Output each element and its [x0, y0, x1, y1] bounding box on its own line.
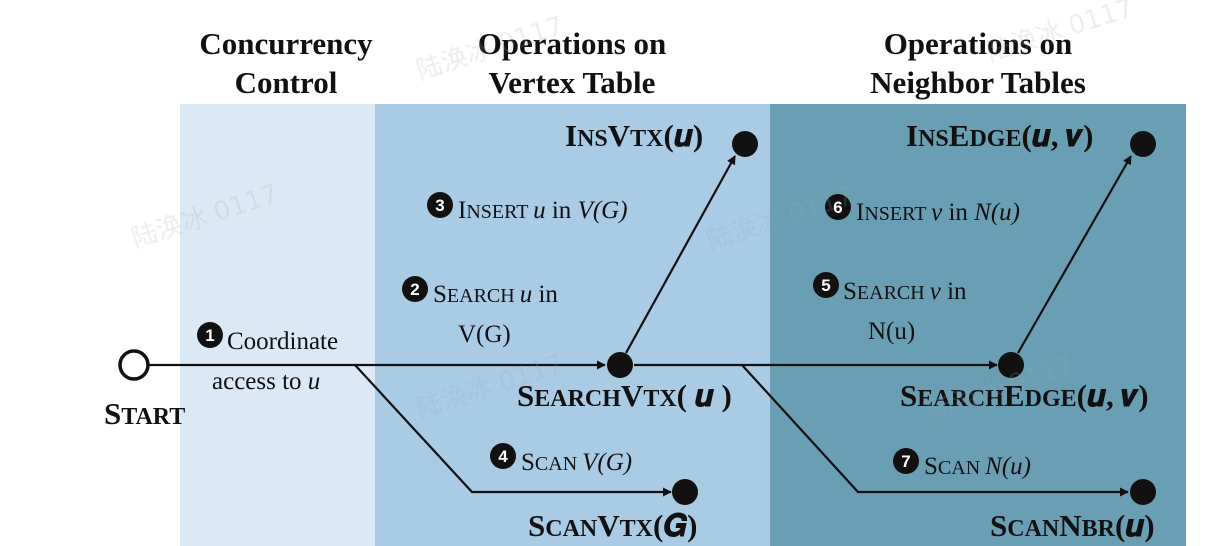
step-1-number: 1	[205, 326, 214, 345]
header-neighbor: Operations on Neighbor Tables	[870, 26, 1086, 100]
step-6: 6 INSERT v in N(u)	[825, 194, 1020, 226]
step-1: 1 Coordinate access to u	[197, 322, 338, 395]
scanvtx-node[interactable]	[672, 479, 698, 505]
scannbr-node[interactable]	[1130, 479, 1156, 505]
header-neighbor-line2: Neighbor Tables	[870, 65, 1086, 100]
step-4: 4 SCAN V(G)	[490, 443, 632, 476]
edge-access-to-scanvtx	[354, 364, 672, 497]
step-6-number: 6	[833, 198, 842, 217]
step-4-text: SCAN V(G)	[521, 449, 632, 476]
step-3: 3 INSERT u in V(G)	[427, 192, 628, 224]
step-4-number: 4	[498, 447, 508, 466]
step-6-text: INSERT v in N(u)	[856, 199, 1020, 226]
header-vertex-line2: Vertex Table	[489, 65, 656, 100]
step-7-text: SCAN N(u)	[924, 453, 1031, 480]
step-5-line2: N(u)	[868, 318, 915, 345]
step-7: 7 SCAN N(u)	[893, 448, 1031, 480]
searchvtx-node[interactable]	[607, 352, 633, 378]
edge-searchvtx-to-insvtx	[625, 155, 736, 354]
scanvtx-label: SCANVTX(𝑮)	[528, 508, 697, 543]
header-vertex: Operations on Vertex Table	[478, 26, 667, 100]
insedge-node[interactable]	[1130, 131, 1156, 157]
step-4-badge	[490, 443, 516, 469]
step-1-line1: Coordinate	[227, 328, 338, 355]
step-2-line2: V(G)	[458, 321, 511, 348]
vertex-column	[375, 104, 770, 546]
header-concurrency-line2: Control	[235, 65, 338, 100]
step-3-badge	[427, 192, 453, 218]
header-vertex-line1: Operations on	[478, 26, 667, 61]
scannbr-label: SCANNBR(𝒖)	[990, 508, 1155, 543]
searchedge-label: SEARCHEDGE(𝒖, 𝒗)	[900, 378, 1149, 413]
edge-searchedge-to-insedge	[1017, 155, 1132, 354]
step-3-number: 3	[435, 196, 444, 215]
searchedge-node[interactable]	[998, 352, 1024, 378]
step-5-badge	[813, 272, 839, 298]
header-neighbor-line1: Operations on	[884, 26, 1073, 61]
step-5-line1: SEARCH v in	[843, 278, 967, 305]
edge-searchvtx-to-scannbr	[741, 364, 1129, 497]
step-1-badge	[197, 322, 223, 348]
step-2-line1: SEARCH u in	[433, 281, 558, 308]
insedge-label: INSEDGE(𝒖, 𝒗)	[906, 118, 1093, 153]
header-concurrency: Concurrency Control	[199, 26, 373, 100]
step-1-line2: access to u	[212, 368, 320, 395]
start-node[interactable]	[118, 349, 150, 381]
insvtx-label: INSVTX(𝒖)	[565, 118, 703, 153]
step-7-badge	[893, 448, 919, 474]
step-2-number: 2	[410, 280, 419, 299]
step-2: 2 SEARCH u in V(G)	[402, 276, 558, 348]
searchvtx-label: SEARCHVTX( 𝒖 )	[517, 378, 732, 413]
header-concurrency-line1: Concurrency	[199, 26, 373, 61]
insvtx-node[interactable]	[732, 131, 758, 157]
step-7-number: 7	[901, 452, 910, 471]
step-3-text: INSERT u in V(G)	[458, 197, 628, 224]
start-label: START	[104, 396, 185, 431]
step-2-badge	[402, 276, 428, 302]
step-6-badge	[825, 194, 851, 220]
edges	[149, 155, 1132, 497]
step-5: 5 SEARCH v in N(u)	[813, 272, 967, 345]
step-5-number: 5	[821, 276, 830, 295]
